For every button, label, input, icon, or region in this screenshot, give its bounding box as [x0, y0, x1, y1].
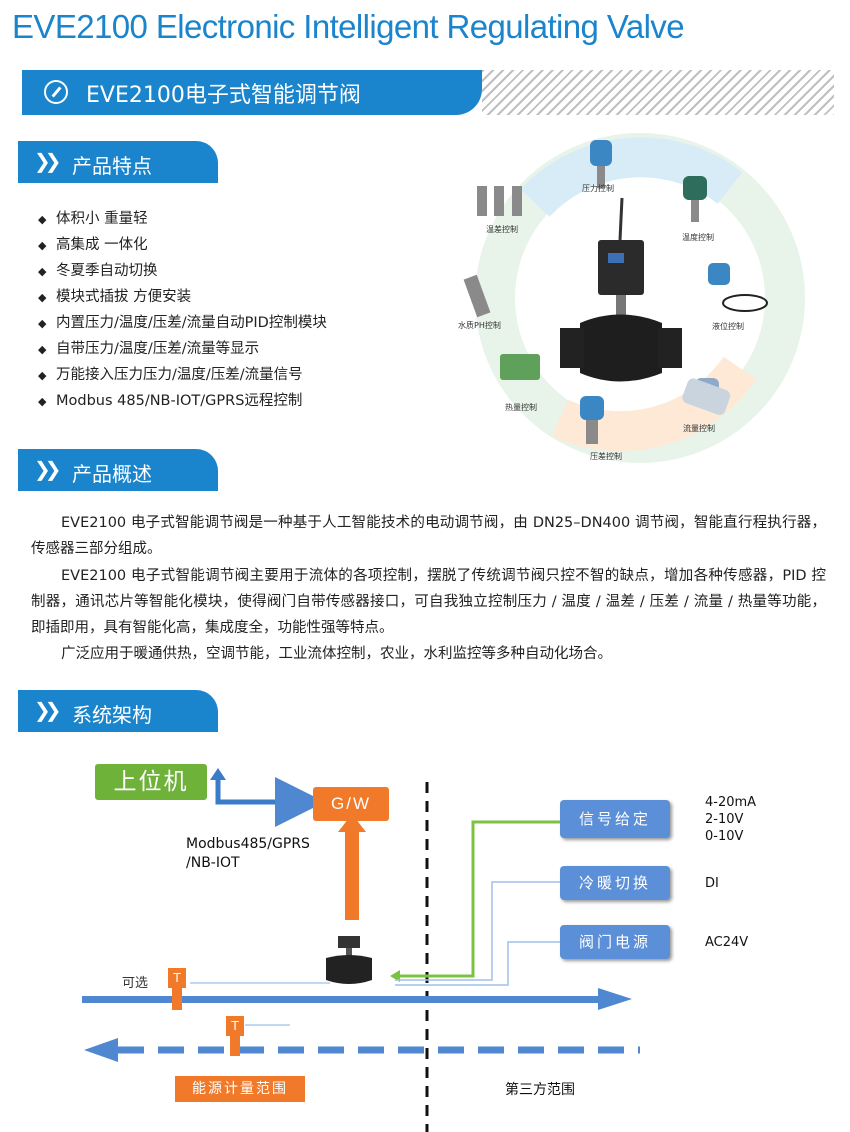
- feature-item: ◆高集成 一体化: [38, 237, 148, 253]
- feature-item: ◆万能接入压力压力/温度/压差/流量信号: [38, 367, 303, 383]
- label-heat: 热量控制: [505, 403, 537, 412]
- label-flow: 流量控制: [683, 424, 715, 433]
- overview-paragraph: 广泛应用于暖通供热，空调节能，工业流体控制，农业，水利监控等多种自动化场合。: [61, 646, 612, 662]
- section-title-features: 产品特点: [72, 154, 152, 178]
- product-illustration: [463, 133, 805, 463]
- mode-switch-box: 冷暖切换: [560, 866, 670, 900]
- diamond-icon: ◆: [38, 369, 47, 382]
- feature-item: ◆自带压力/温度/压差/流量等显示: [38, 341, 260, 357]
- title-banner: [22, 70, 482, 115]
- diamond-icon: ◆: [38, 213, 47, 226]
- temperature-sensor-return: T: [226, 1016, 244, 1036]
- host-computer-box: 上位机: [95, 764, 207, 800]
- banner-stripes: [482, 70, 834, 115]
- feature-item: ◆体积小 重量轻: [38, 211, 148, 227]
- section-tab-features: [18, 141, 218, 183]
- switch-value: DI: [705, 876, 719, 891]
- page-title: EVE2100 Electronic Intelligent Regulatin…: [12, 8, 685, 45]
- system-diagram: [82, 768, 640, 1132]
- section-tab-architecture: [18, 690, 218, 732]
- valve-illustration: [560, 197, 682, 382]
- signal-value: 0-10V: [705, 829, 744, 844]
- label-pressure: 压力控制: [582, 184, 614, 193]
- optional-label: 可选: [122, 976, 149, 991]
- valve-power-box: 阀门电源: [560, 925, 670, 959]
- section-title-overview: 产品概述: [72, 462, 152, 486]
- gateway-box: G/W: [313, 787, 389, 821]
- diamond-icon: ◆: [38, 343, 47, 356]
- protocol-label: Modbus485/GPRS: [186, 836, 310, 852]
- diamond-icon: ◆: [38, 291, 47, 304]
- power-value: AC24V: [705, 935, 749, 950]
- double-chevron-icon: ❯❯: [34, 149, 61, 173]
- feature-item: ◆冬夏季自动切换: [38, 263, 158, 279]
- double-chevron-icon: ❯❯: [34, 457, 61, 481]
- temperature-sensor-supply: T: [168, 968, 186, 988]
- diamond-icon: ◆: [38, 239, 47, 252]
- signal-value: 2-10V: [705, 812, 744, 827]
- diamond-icon: ◆: [38, 317, 47, 330]
- protocol-label: /NB-IOT: [186, 855, 240, 871]
- signal-value: 4-20mA: [705, 795, 757, 810]
- feature-item: ◆模块式插拔 方便安装: [38, 289, 192, 305]
- double-chevron-icon: ❯❯: [34, 698, 61, 722]
- energy-range-label: 能源计量范围: [175, 1076, 305, 1102]
- section-title-architecture: 系统架构: [72, 703, 152, 727]
- diamond-icon: ◆: [38, 265, 47, 278]
- label-water-ph: 水质PH控制: [458, 321, 501, 330]
- section-tab-overview: [18, 449, 218, 491]
- valve-icon: [326, 936, 372, 984]
- overview-paragraph: EVE2100 电子式智能调节阀主要用于流体的各项控制，摆脱了传统调节阀只控不智…: [31, 568, 826, 636]
- label-level: 液位控制: [712, 322, 744, 331]
- label-temp-diff: 温差控制: [486, 225, 518, 234]
- diamond-icon: ◆: [38, 395, 47, 408]
- third-party-label: 第三方范围: [505, 1082, 575, 1098]
- signal-input-box: 信号给定: [560, 800, 670, 838]
- overview-paragraph: EVE2100 电子式智能调节阀是一种基于人工智能技术的电动调节阀，由 DN25…: [31, 515, 826, 557]
- feature-item: ◆内置压力/温度/压差/流量自动PID控制模块: [38, 315, 327, 331]
- banner-title: EVE2100电子式智能调节阀: [86, 83, 361, 108]
- feature-item: ◆Modbus 485/NB-IOT/GPRS远程控制: [38, 393, 303, 409]
- label-temperature: 温度控制: [682, 233, 714, 242]
- label-diff-pressure: 压差控制: [590, 452, 622, 461]
- gauge-icon: [44, 80, 68, 104]
